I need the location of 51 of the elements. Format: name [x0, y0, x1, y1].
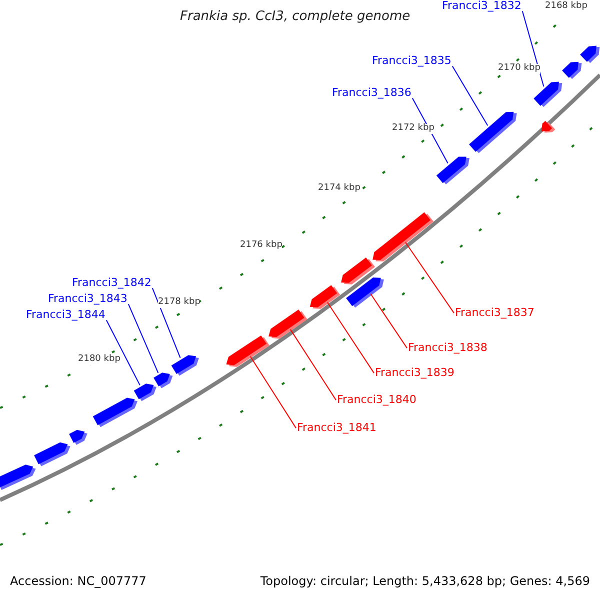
gene-label: Francci3_1844 — [26, 309, 106, 322]
gene-block — [341, 257, 375, 284]
gene-block — [34, 442, 70, 466]
gene-block — [534, 82, 562, 108]
leader-line — [404, 242, 454, 314]
position-label: 2176 kbp — [240, 241, 282, 251]
leader-line — [412, 98, 448, 164]
gene-label: Francci3_1841 — [297, 422, 376, 434]
leader-line — [152, 288, 181, 358]
chart-title: Frankia sp. CcI3, complete genome — [180, 10, 410, 24]
gene-block — [134, 384, 156, 402]
gene-label: Francci3_1843 — [48, 293, 128, 306]
gene-block — [0, 464, 36, 490]
position-label: 2172 kbp — [392, 124, 434, 134]
position-label: 2178 kbp — [158, 298, 200, 308]
leader-line — [326, 302, 374, 374]
gene-block — [541, 120, 556, 133]
gene-block — [346, 278, 384, 308]
gene-block — [580, 46, 600, 63]
gene-block — [69, 430, 88, 445]
gene-block — [562, 62, 582, 79]
gene-label: Francci3_1832 — [442, 0, 522, 12]
gene-block — [436, 156, 470, 184]
gene-block — [92, 398, 138, 428]
gene-label: Francci3_1842 — [72, 277, 152, 290]
gene-block — [268, 309, 308, 339]
gene-label: Francci3_1839 — [375, 367, 454, 380]
leader-line — [128, 304, 159, 374]
gene-block — [154, 372, 173, 388]
gene-label: Francci3_1836 — [332, 87, 412, 100]
position-label: 2174 kbp — [318, 184, 360, 194]
gene-block — [310, 285, 340, 309]
gene-block — [372, 212, 434, 262]
leader-line — [452, 66, 488, 126]
leader-line — [370, 294, 408, 349]
gene-block — [469, 112, 517, 154]
accession-text: Accession: NC_007777 — [10, 575, 146, 588]
gene-label: Francci3_1835 — [372, 55, 452, 68]
gene-block — [171, 355, 199, 376]
position-label: 2180 kbp — [78, 355, 120, 365]
leader-line — [250, 356, 296, 429]
gene-block — [226, 335, 270, 367]
genome-summary-text: Topology: circular; Length: 5,433,628 bp; Genes: 4,569 — [260, 575, 590, 588]
leader-line — [290, 328, 336, 401]
leader-line — [106, 320, 140, 386]
leader-line — [522, 10, 544, 87]
gene-label: Francci3_1840 — [337, 394, 416, 406]
position-label: 2168 kbp — [545, 2, 588, 12]
position-label: 2170 kbp — [498, 64, 540, 74]
gene-label: Francci3_1837 — [455, 307, 534, 320]
gene-label: Francci3_1838 — [408, 342, 488, 354]
